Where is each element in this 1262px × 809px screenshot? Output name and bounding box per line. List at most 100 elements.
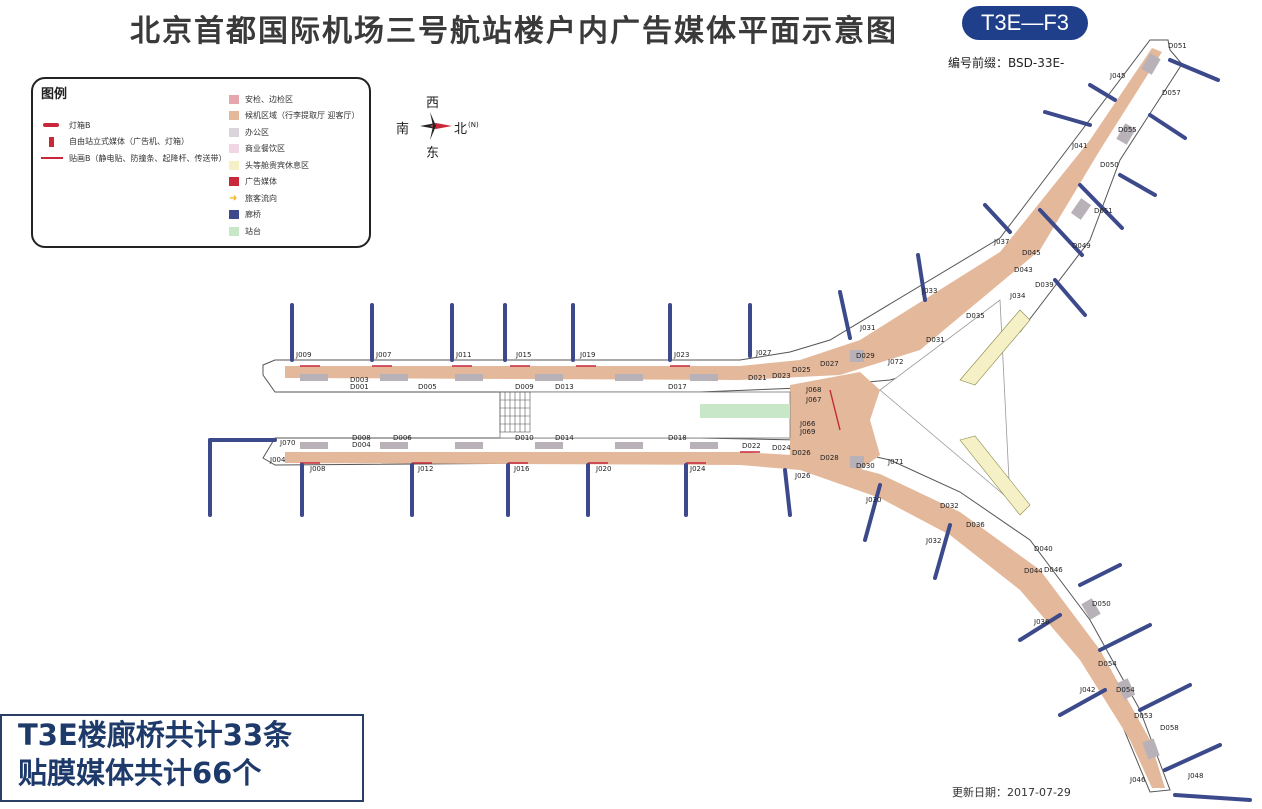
svg-text:D035: D035 — [966, 312, 985, 320]
svg-text:J066: J066 — [799, 420, 816, 428]
compass-west: 西 — [426, 96, 440, 111]
compass-north: 北 — [454, 122, 468, 137]
svg-text:D051: D051 — [1168, 42, 1187, 50]
svg-text:D050: D050 — [1092, 600, 1111, 608]
stats-line-media: 贴膜媒体共计66个 — [18, 756, 262, 790]
svg-text:D051: D051 — [1094, 207, 1113, 215]
svg-text:D030: D030 — [856, 462, 875, 470]
svg-text:J041: J041 — [1071, 142, 1087, 150]
compass-north-suffix: (N) — [468, 121, 479, 129]
svg-text:D005: D005 — [418, 383, 437, 391]
svg-text:J015: J015 — [515, 351, 531, 359]
legend-row-jet-bridge: 廊桥 — [229, 207, 360, 224]
lightbox-symbol-icon — [41, 120, 63, 130]
svg-text:D001: D001 — [350, 383, 369, 391]
floor-badge: T3E—F3 — [962, 6, 1088, 40]
svg-text:D021: D021 — [748, 374, 767, 382]
swatch — [229, 226, 239, 236]
legend-row-standing-media: 自由站立式媒体（广告机、灯箱） — [41, 134, 227, 151]
svg-text:J012: J012 — [417, 465, 433, 473]
svg-text:J020: J020 — [595, 465, 611, 473]
svg-text:D044: D044 — [1024, 567, 1043, 575]
svg-text:J037: J037 — [993, 238, 1009, 246]
update-date: 更新日期：2017-07-29 — [952, 786, 1071, 799]
legend-label: 灯箱B — [69, 120, 91, 130]
legend-row-platform: 站台 — [229, 223, 360, 240]
svg-text:D027: D027 — [820, 360, 839, 368]
svg-text:J046: J046 — [1129, 776, 1146, 784]
compass-south: 南 — [396, 122, 410, 137]
svg-text:J067: J067 — [805, 396, 821, 404]
svg-text:D053: D053 — [1134, 712, 1153, 720]
compass-star-icon — [420, 112, 452, 140]
legend-label: 廊桥 — [245, 210, 261, 220]
legend-symbols: 灯箱B 自由站立式媒体（广告机、灯箱） 贴画B（静电贴、防撞条、起降杆、传送带） — [41, 117, 227, 167]
svg-text:J045: J045 — [1109, 72, 1125, 80]
svg-text:D010: D010 — [515, 434, 534, 442]
legend-row-sticker: 贴画B（静电贴、防撞条、起降杆、传送带） — [41, 150, 227, 167]
svg-text:D018: D018 — [668, 434, 687, 442]
swatch — [229, 160, 239, 170]
svg-text:D026: D026 — [792, 449, 811, 457]
svg-text:D040: D040 — [1034, 545, 1053, 553]
svg-text:D046: D046 — [1044, 566, 1063, 574]
svg-text:J031: J031 — [859, 324, 875, 332]
svg-text:J026: J026 — [794, 472, 811, 480]
svg-text:D028: D028 — [820, 454, 839, 462]
svg-text:J032: J032 — [925, 537, 941, 545]
svg-text:J070: J070 — [279, 439, 295, 447]
lower-concourse — [285, 452, 1165, 788]
svg-text:J024: J024 — [689, 465, 706, 473]
svg-text:D022: D022 — [742, 442, 761, 450]
legend-label: 贴画B（静电贴、防撞条、起降杆、传送带） — [69, 153, 227, 163]
swatch — [229, 210, 239, 220]
office-blocks — [300, 53, 1161, 760]
hub-core — [790, 372, 880, 470]
legend-label: 头等舱贵宾休息区 — [245, 160, 309, 170]
svg-text:D029: D029 — [856, 352, 875, 360]
svg-text:D058: D058 — [1160, 724, 1179, 732]
compass-east: 东 — [426, 146, 440, 161]
legend-label: 自由站立式媒体（广告机、灯箱） — [69, 137, 189, 147]
swatch — [229, 127, 239, 137]
escalator-grid — [499, 391, 531, 433]
legend-row-security: 安检、边检区 — [229, 91, 360, 108]
svg-text:D008: D008 — [352, 434, 371, 442]
svg-text:D043: D043 — [1014, 266, 1033, 274]
svg-text:D004: D004 — [352, 441, 371, 449]
svg-text:J030: J030 — [865, 496, 881, 504]
legend-row-lightbox: 灯箱B — [41, 117, 227, 134]
svg-text:D045: D045 — [1022, 249, 1041, 257]
swatch — [229, 177, 239, 187]
platform-area — [700, 404, 790, 418]
svg-text:J027: J027 — [755, 349, 771, 357]
svg-text:D024: D024 — [772, 444, 791, 452]
legend-row-commercial: 商业餐饮区 — [229, 141, 360, 158]
sticker-symbol-icon — [41, 153, 63, 163]
svg-text:J036: J036 — [1033, 618, 1050, 626]
legend-row-flow: ➜ 旅客流向 — [229, 190, 360, 207]
map-title: 北京首都国际机场三号航站楼户内广告媒体平面示意图 — [130, 14, 898, 49]
svg-text:D054: D054 — [1116, 686, 1135, 694]
svg-text:J042: J042 — [1079, 686, 1095, 694]
legend-panel: 图例 灯箱B 自由站立式媒体（广告机、灯箱） 贴画B（静电贴、防撞条、起降杆、传… — [31, 77, 371, 248]
swatch — [229, 144, 239, 154]
jet-bridges-lower — [208, 438, 1252, 802]
arrow-right-icon: ➜ — [229, 192, 238, 204]
swatch — [229, 111, 239, 121]
stats-box: T3E楼廊桥共计33条 贴膜媒体共计66个 — [0, 714, 364, 802]
svg-text:D036: D036 — [966, 521, 985, 529]
ad-media-marks — [300, 365, 841, 464]
svg-text:J034: J034 — [1009, 292, 1026, 300]
legend-label: 旅客流向 — [245, 193, 277, 203]
svg-text:J048: J048 — [1187, 772, 1203, 780]
legend-label: 安检、边检区 — [245, 94, 293, 104]
svg-text:J007: J007 — [375, 351, 391, 359]
svg-text:D054: D054 — [1098, 660, 1117, 668]
legend-label: 候机区域（行李提取厅 迎客厅） — [245, 111, 360, 121]
svg-text:J011: J011 — [455, 351, 471, 359]
svg-text:D009: D009 — [515, 383, 534, 391]
svg-text:J033: J033 — [921, 287, 937, 295]
svg-text:D023: D023 — [772, 372, 791, 380]
legend-row-office: 办公区 — [229, 124, 360, 141]
